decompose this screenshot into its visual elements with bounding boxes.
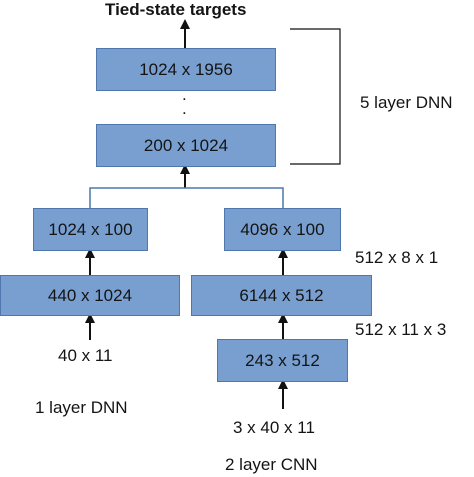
right-upper-layer: 4096 x 100 — [224, 208, 341, 251]
branch-merge-connector — [89, 187, 284, 208]
left-upper-layer: 1024 x 100 — [33, 208, 148, 251]
left-input-label: 40 x 11 — [58, 346, 113, 365]
dnn-bracket — [290, 28, 341, 165]
targets-title: Tied-state targets — [105, 0, 247, 19]
right-upper-side-label: 512 x 8 x 1 — [355, 248, 439, 267]
dnn-bracket-label: 5 layer DNN — [360, 93, 453, 112]
left-lower-layer: 440 x 1024 — [0, 275, 180, 316]
dnn-top-layer: 1024 x 1956 — [96, 48, 276, 91]
right-middle-layer: 6144 x 512 — [191, 275, 372, 316]
right-caption: 2 layer CNN — [225, 455, 318, 474]
left-caption: 1 layer DNN — [35, 398, 128, 417]
dnn-ellipsis: . . — [182, 85, 187, 118]
right-lower-layer: 243 x 512 — [217, 339, 348, 382]
right-lower-side-label: 512 x 11 x 3 — [355, 320, 447, 339]
dnn-bottom-layer: 200 x 1024 — [96, 124, 276, 167]
right-input-label: 3 x 40 x 11 — [233, 418, 315, 437]
